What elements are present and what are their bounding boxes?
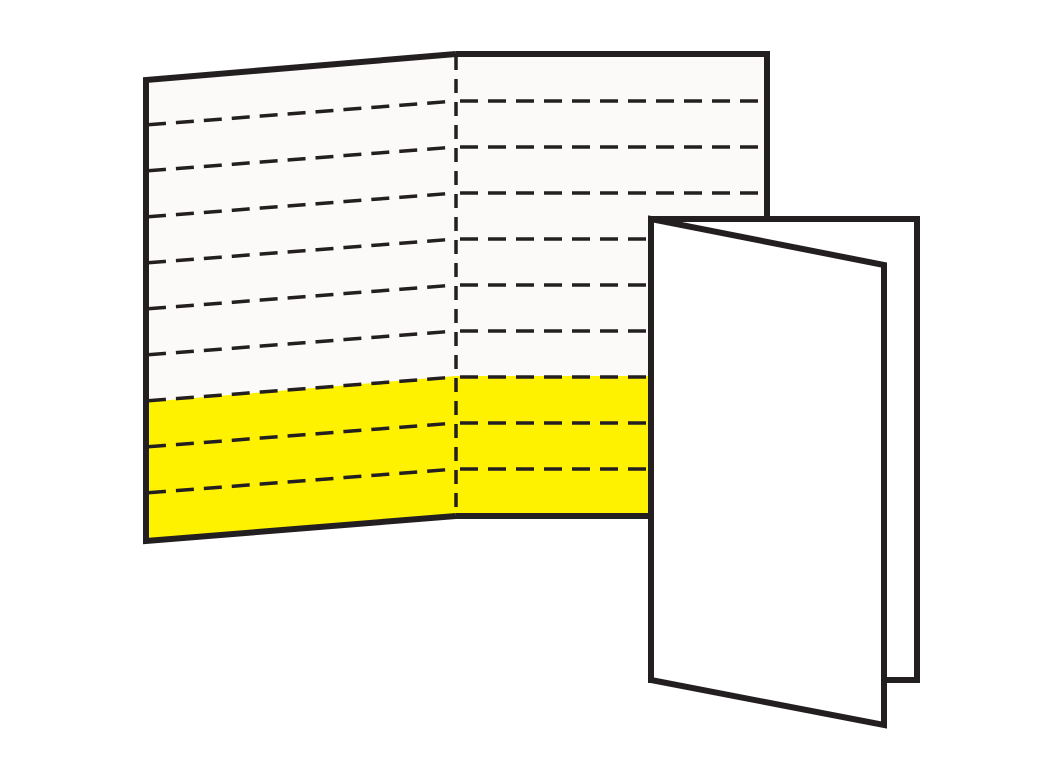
- left-slot-line: [147, 467, 454, 495]
- left-slot-line: [147, 99, 454, 127]
- folder-left-panel: [143, 51, 457, 545]
- left-slot-line: [147, 191, 454, 219]
- left-pocket-flap: [146, 376, 456, 541]
- left-panel-slot-lines: [147, 99, 454, 495]
- left-slot-line: [147, 237, 454, 265]
- left-slot-line: [147, 375, 454, 403]
- left-slot-line: [147, 421, 454, 449]
- booklet-front-page: [648, 215, 887, 729]
- left-slot-line: [147, 329, 454, 357]
- left-panel-outline: [143, 51, 457, 545]
- booklet-insert: [648, 215, 920, 729]
- left-slot-line: [147, 283, 454, 311]
- left-slot-line: [147, 145, 454, 173]
